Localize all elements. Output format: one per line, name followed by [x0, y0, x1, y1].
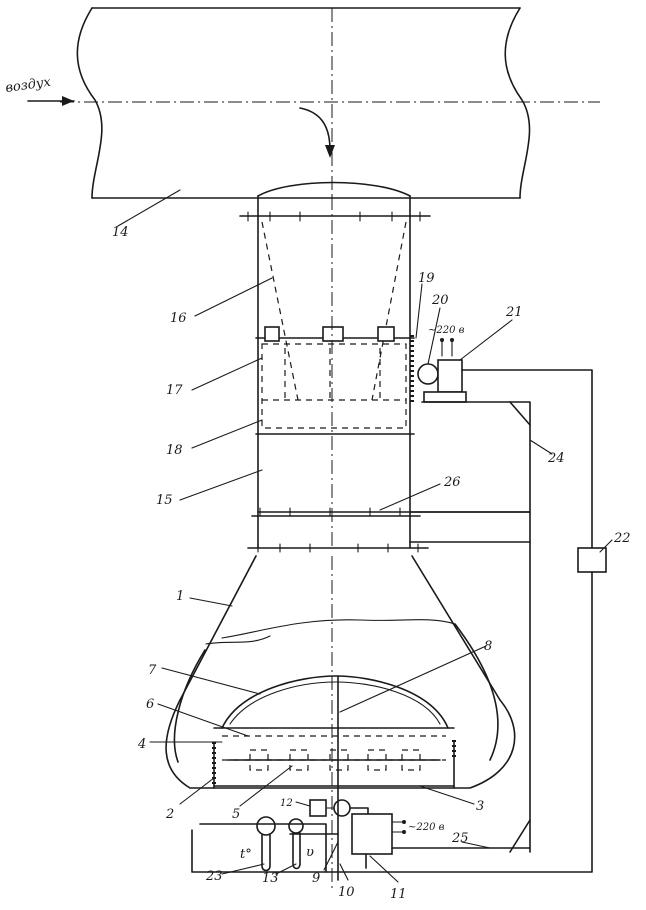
- callout-18: 18: [166, 443, 183, 458]
- leader-lines: [118, 190, 612, 882]
- callout-25: 25: [451, 831, 469, 846]
- flow-sensor-label: υ: [306, 845, 314, 860]
- callout-16: 16: [170, 311, 187, 326]
- callout-20: 20: [431, 293, 449, 308]
- branch-flow-arrow: [300, 108, 335, 158]
- callout-14: 14: [112, 225, 129, 240]
- callout-labels: 14 16 17 18 15 26 1 7 6 4 5 2 8 3 12 9 1…: [112, 225, 631, 902]
- callout-8: 8: [484, 639, 492, 654]
- callout-13: 13: [262, 871, 279, 886]
- callout-3: 3: [476, 799, 484, 814]
- callout-10: 10: [338, 885, 355, 900]
- callout-6: 6: [146, 697, 154, 712]
- air-inlet-arrow: воздух: [4, 75, 74, 106]
- temp-sensor-label: t°: [240, 847, 252, 862]
- callout-7: 7: [148, 663, 157, 678]
- callout-5: 5: [232, 807, 240, 822]
- callout-12: 12: [280, 798, 293, 809]
- callout-4: 4: [137, 737, 146, 752]
- callout-21: 21: [505, 305, 523, 320]
- support-frame: [410, 402, 530, 852]
- callout-17: 17: [166, 383, 183, 398]
- callout-26: 26: [443, 475, 461, 490]
- callout-22: 22: [613, 531, 631, 546]
- callout-23: 23: [205, 869, 223, 884]
- voltage-top-label: ~220 в: [428, 325, 465, 336]
- callout-24: 24: [547, 451, 565, 466]
- callout-2: 2: [165, 807, 174, 822]
- side-actuator: ~220 в: [412, 325, 592, 560]
- air-duct: [60, 8, 600, 198]
- callout-15: 15: [156, 493, 173, 508]
- vertical-branch: [240, 183, 530, 553]
- air-label: воздух: [4, 75, 52, 96]
- callout-19: 19: [418, 271, 435, 286]
- voltage-bottom-label: ~220 в: [408, 822, 445, 833]
- callout-11: 11: [390, 887, 407, 902]
- callout-9: 9: [312, 871, 320, 886]
- callout-1: 1: [176, 589, 184, 604]
